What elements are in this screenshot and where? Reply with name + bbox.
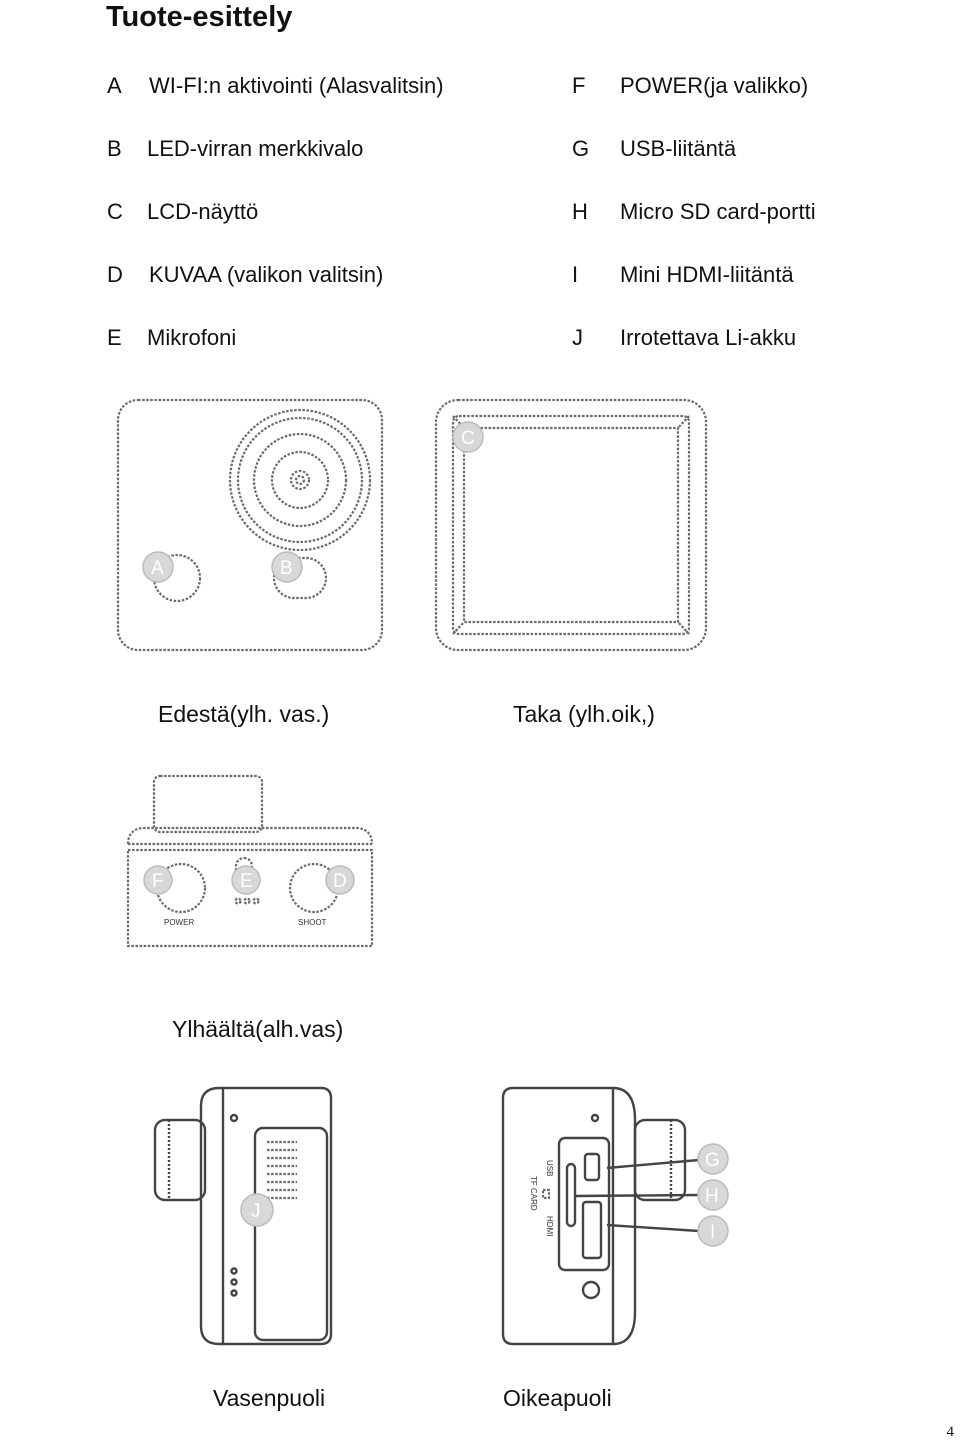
legend-text: LED-virran merkkivalo bbox=[147, 136, 364, 161]
legend-text: USB-liitäntä bbox=[620, 136, 737, 161]
top-view-diagram: F POWER E D SHOOT bbox=[126, 774, 374, 948]
caption-left-side: Vasenpuoli bbox=[213, 1385, 326, 1411]
legend-letter: D bbox=[107, 262, 123, 287]
shoot-text: SHOOT bbox=[298, 918, 327, 927]
label-h-marker bbox=[697, 1179, 729, 1211]
legend-letter: I bbox=[572, 262, 579, 287]
legend-letter: G bbox=[572, 136, 590, 161]
label-d: D bbox=[333, 871, 347, 892]
label-a-marker bbox=[142, 551, 174, 583]
label-c-marker bbox=[452, 421, 484, 453]
legend-text: Irrotettava Li-akku bbox=[620, 325, 797, 350]
right-side-diagram: USB TF CARD HDMI G H I bbox=[501, 1086, 729, 1346]
back-view-diagram: C bbox=[434, 398, 708, 652]
label-b: B bbox=[280, 558, 293, 579]
legend-text: POWER(ja valikko) bbox=[620, 73, 809, 98]
caption-right-side: Oikeapuoli bbox=[503, 1385, 612, 1411]
legend-text: WI-FI:n aktivointi (Alasvalitsin) bbox=[149, 73, 444, 98]
page-title: Tuote-esittely bbox=[106, 1, 293, 33]
legend-text: KUVAA (valikon valitsin) bbox=[149, 262, 384, 287]
caption-front: Edestä(ylh. vas.) bbox=[158, 701, 330, 727]
label-i: I bbox=[710, 1222, 715, 1243]
legend-letter: E bbox=[107, 325, 122, 350]
legend-letter: H bbox=[572, 199, 588, 224]
label-g-marker bbox=[697, 1143, 729, 1175]
label-j: J bbox=[251, 1201, 261, 1222]
legend-letter: C bbox=[107, 199, 123, 224]
legend-letter: J bbox=[572, 325, 583, 350]
hdmi-text: HDMI bbox=[545, 1216, 554, 1236]
usb-text: USB bbox=[545, 1160, 554, 1176]
label-j-marker bbox=[240, 1193, 274, 1227]
label-h: H bbox=[705, 1186, 719, 1207]
legend-text: Micro SD card-portti bbox=[620, 199, 816, 224]
label-f-marker bbox=[143, 865, 173, 895]
power-text: POWER bbox=[164, 918, 194, 927]
label-f: F bbox=[152, 871, 164, 892]
tf-card-text: TF CARD bbox=[529, 1176, 538, 1211]
legend-text: LCD-näyttö bbox=[147, 199, 259, 224]
page-number: 4 bbox=[946, 1424, 955, 1440]
label-a: A bbox=[151, 558, 164, 579]
caption-back: Taka (ylh.oik,) bbox=[513, 701, 655, 727]
legend-letter: A bbox=[107, 73, 122, 98]
legend-letter: B bbox=[107, 136, 122, 161]
legend-text: Mikrofoni bbox=[147, 325, 237, 350]
legend-text: Mini HDMI-liitäntä bbox=[620, 262, 794, 287]
caption-top: Ylhäältä(alh.vas) bbox=[172, 1016, 344, 1042]
label-c: C bbox=[461, 428, 475, 449]
front-view-diagram: A B bbox=[116, 398, 384, 652]
left-side-diagram: J bbox=[153, 1086, 333, 1346]
label-i-marker bbox=[697, 1215, 729, 1247]
label-e: E bbox=[240, 871, 253, 892]
label-d-marker bbox=[325, 865, 355, 895]
label-e-marker bbox=[231, 865, 261, 895]
legend-letter: F bbox=[572, 73, 586, 98]
label-g: G bbox=[705, 1150, 720, 1171]
label-b-marker bbox=[271, 551, 303, 583]
